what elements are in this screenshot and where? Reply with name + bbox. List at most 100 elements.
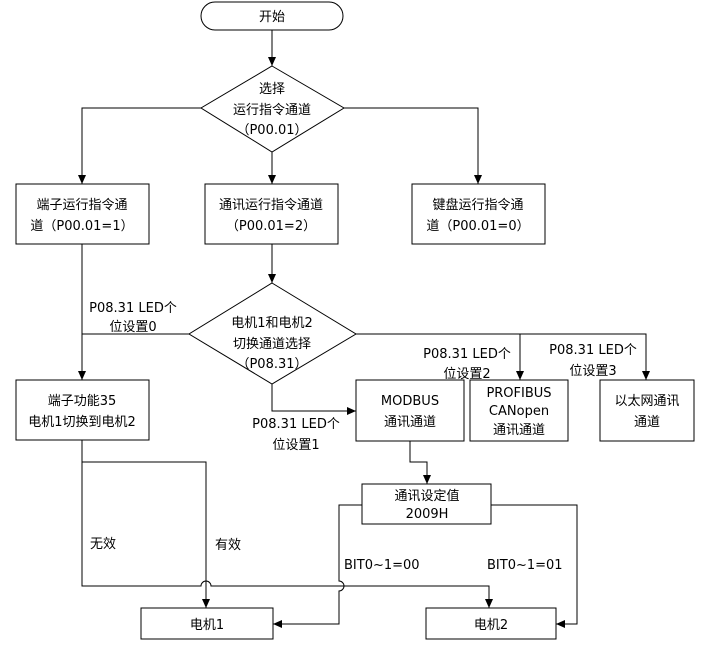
select-line-2: 运行指令通道	[233, 103, 311, 118]
edge-switch-to-modbus	[271, 384, 356, 415]
comm-setting-box: 通讯设定值 2009H	[361, 483, 492, 525]
ethernet-box: 以太网通讯 通道	[599, 379, 695, 442]
svg-text:开始: 开始	[259, 10, 285, 25]
terminal-line-1: 端子运行指令通	[36, 198, 127, 213]
invalid-text: 无效	[90, 537, 116, 552]
terminal-line-2: 道（P00.01=1）	[30, 219, 133, 234]
select-channel-decision: 选择 运行指令通道 （P00.01）	[200, 65, 345, 153]
svg-text:（P08.31）: （P08.31）	[236, 357, 307, 372]
comm-channel-box: 通讯运行指令通道 （P00.01=2）	[204, 183, 339, 245]
start-label: 开始	[259, 10, 285, 25]
profibus-line-2: CANopen	[489, 404, 549, 419]
bit01-text: BIT0~1=01	[487, 558, 563, 573]
connectors	[78, 30, 650, 628]
edge-func-valid	[82, 461, 210, 608]
edge-label-led-digit2: P08.31 LED个 位设置2	[423, 347, 511, 382]
keypad-line-1: 键盘运行指令通	[432, 197, 523, 213]
switch-line-3: （P08.31）	[236, 357, 307, 372]
switch-line-2: 切换通道选择	[233, 337, 311, 352]
profibus-line-3: 通讯通道	[493, 423, 545, 438]
func-line-1: 端子功能35	[48, 394, 117, 409]
svg-text:CANopen: CANopen	[489, 404, 549, 419]
svg-text:电机1和电机2: 电机1和电机2	[231, 316, 313, 331]
keypad-line-2: 道（P00.01=0）	[426, 219, 529, 234]
led2-line-1: P08.31 LED个	[423, 347, 511, 362]
svg-text:电机1切换到电机2: 电机1切换到电机2	[28, 415, 136, 430]
svg-text:通讯设定值: 通讯设定值	[394, 488, 459, 504]
edge-modbus-to-setting	[409, 441, 431, 484]
comm-line-2: （P00.01=2）	[226, 219, 316, 234]
ethernet-line-2: 通道	[634, 415, 660, 430]
led2-line-2: 位设置2	[443, 367, 490, 382]
modbus-box: MODBUS 通讯通道	[355, 379, 465, 442]
svg-text:（P00.01=2）: （P00.01=2）	[226, 219, 316, 234]
motor1-box: 电机1	[140, 607, 274, 640]
func-line-2: 电机1切换到电机2	[28, 415, 136, 430]
edge-func-invalid	[81, 440, 334, 587]
edge-label-invalid: 无效	[90, 537, 116, 552]
switch-line-1: 电机1和电机2	[231, 316, 313, 331]
edge-label-bit01: BIT0~1=01	[487, 558, 563, 573]
profibus-box: PROFIBUS CANopen 通讯通道	[469, 379, 569, 442]
edge-label-valid: 有效	[215, 538, 241, 553]
edge-invalid-to-motor2	[334, 585, 493, 608]
bit00-text: BIT0~1=00	[344, 558, 420, 573]
svg-text:位设置1: 位设置1	[272, 438, 319, 453]
led1-line-1: P08.31 LED个	[252, 417, 340, 432]
led1-line-2: 位设置1	[272, 438, 319, 453]
svg-text:电机2: 电机2	[474, 618, 508, 633]
select-line-1: 选择	[259, 82, 285, 97]
svg-text:端子运行指令通: 端子运行指令通	[36, 198, 127, 213]
svg-text:选择: 选择	[259, 82, 285, 97]
svg-text:P08.31 LED个: P08.31 LED个	[252, 417, 340, 432]
modbus-line-1: MODBUS	[381, 394, 439, 409]
motor1-label: 电机1	[190, 618, 224, 633]
svg-text:2009H: 2009H	[406, 507, 449, 522]
edge-label-led-digit3: P08.31 LED个 位设置3	[549, 343, 637, 379]
setting-line-1: 通讯设定值	[394, 488, 459, 504]
select-line-3: （P00.01）	[236, 123, 307, 138]
motor2-label: 电机2	[474, 618, 508, 633]
svg-text:位设置2: 位设置2	[443, 367, 490, 382]
svg-text:位设置0: 位设置0	[109, 320, 156, 335]
svg-text:（P00.01）: （P00.01）	[236, 123, 307, 138]
svg-text:P08.31 LED个: P08.31 LED个	[423, 347, 511, 362]
svg-text:运行指令通道: 运行指令通道	[233, 103, 311, 118]
ethernet-line-1: 以太网通讯	[614, 394, 679, 409]
terminal-func-box: 端子功能35 电机1切换到电机2	[15, 379, 150, 441]
edge-select-to-keypad	[344, 107, 482, 184]
svg-text:端子功能35: 端子功能35	[48, 394, 117, 409]
edge-label-bit00: BIT0~1=00	[344, 558, 420, 573]
svg-text:通讯通道: 通讯通道	[384, 415, 436, 430]
svg-text:PROFIBUS: PROFIBUS	[486, 386, 551, 401]
led0-line-1: P08.31 LED个	[89, 301, 177, 316]
svg-text:通讯运行指令通道: 通讯运行指令通道	[219, 198, 323, 213]
led3-line-2: 位设置3	[569, 364, 616, 379]
edge-label-led-digit1: P08.31 LED个 位设置1	[252, 417, 340, 453]
edge-label-led-digit0: P08.31 LED个 位设置0	[89, 301, 177, 335]
modbus-line-2: 通讯通道	[384, 415, 436, 430]
svg-text:P08.31 LED个: P08.31 LED个	[89, 301, 177, 316]
start-node: 开始	[200, 1, 344, 31]
svg-text:键盘运行指令通: 键盘运行指令通	[432, 197, 523, 213]
led3-line-1: P08.31 LED个	[549, 343, 637, 358]
svg-text:以太网通讯: 以太网通讯	[614, 394, 679, 409]
edge-switch-to-ethernet	[356, 333, 650, 380]
svg-text:电机1: 电机1	[190, 618, 224, 633]
terminal-channel-box: 端子运行指令通 道（P00.01=1）	[15, 183, 150, 245]
setting-line-2: 2009H	[406, 507, 449, 522]
valid-text: 有效	[215, 538, 241, 553]
motor2-box: 电机2	[425, 607, 557, 640]
svg-text:切换通道选择: 切换通道选择	[233, 337, 311, 352]
keypad-channel-box: 键盘运行指令通 道（P00.01=0）	[411, 183, 546, 245]
svg-text:MODBUS: MODBUS	[381, 394, 439, 409]
edge-select-to-terminal	[78, 107, 201, 184]
comm-line-1: 通讯运行指令通道	[219, 198, 323, 213]
edge-setting-to-motor2	[491, 504, 578, 628]
led0-line-2: 位设置0	[109, 320, 156, 335]
svg-text:道（P00.01=1）: 道（P00.01=1）	[30, 219, 133, 234]
svg-text:通讯通道: 通讯通道	[493, 423, 545, 438]
svg-text:P08.31 LED个: P08.31 LED个	[549, 343, 637, 358]
svg-text:道（P00.01=0）: 道（P00.01=0）	[426, 219, 529, 234]
